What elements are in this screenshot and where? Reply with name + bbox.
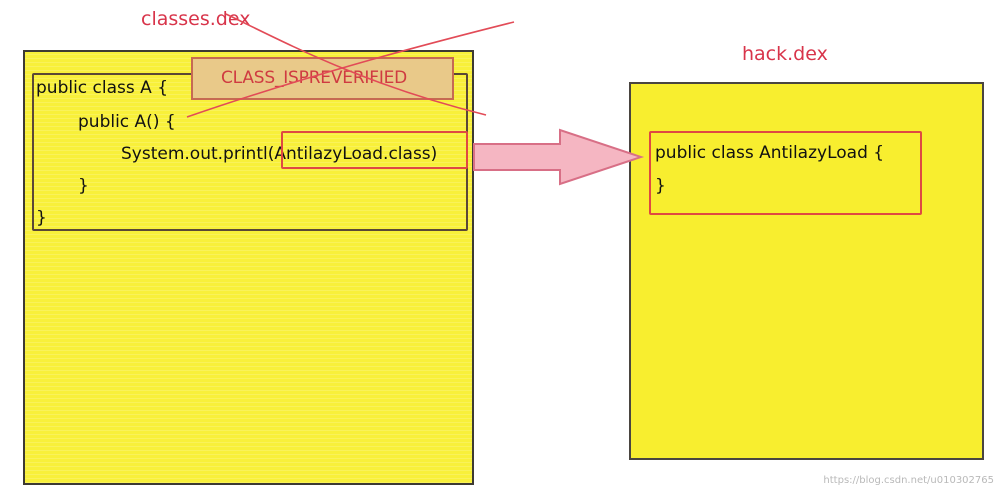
constructor-closing-brace: } [78, 176, 89, 196]
constructor-declaration: public A() { [78, 112, 176, 132]
hack-dex-box [629, 82, 984, 460]
antilazy-class-box [649, 131, 922, 215]
hack-dex-title: hack.dex [742, 43, 828, 65]
antilazy-closing-brace: } [655, 176, 666, 196]
print-call-argument: (AntilazyLoad.class) [267, 144, 438, 164]
class-ispreverified-label: CLASS_ISPREVERIFIED [221, 68, 408, 88]
class-a-declaration: public class A { [36, 78, 169, 98]
print-call-prefix: System.out.printl [121, 144, 268, 164]
antilazy-declaration: public class AntilazyLoad { [655, 143, 885, 163]
source-watermark: https://blog.csdn.net/u010302765 [823, 475, 994, 486]
antilazy-call-highlight [281, 131, 468, 169]
classes-dex-box [23, 50, 474, 485]
arrow-shape [473, 128, 645, 186]
class-a-closing-brace: } [36, 208, 47, 228]
print-call: System.out.printl(AntilazyLoad.class) [121, 146, 437, 163]
classes-dex-title: classes.dex [141, 8, 251, 30]
